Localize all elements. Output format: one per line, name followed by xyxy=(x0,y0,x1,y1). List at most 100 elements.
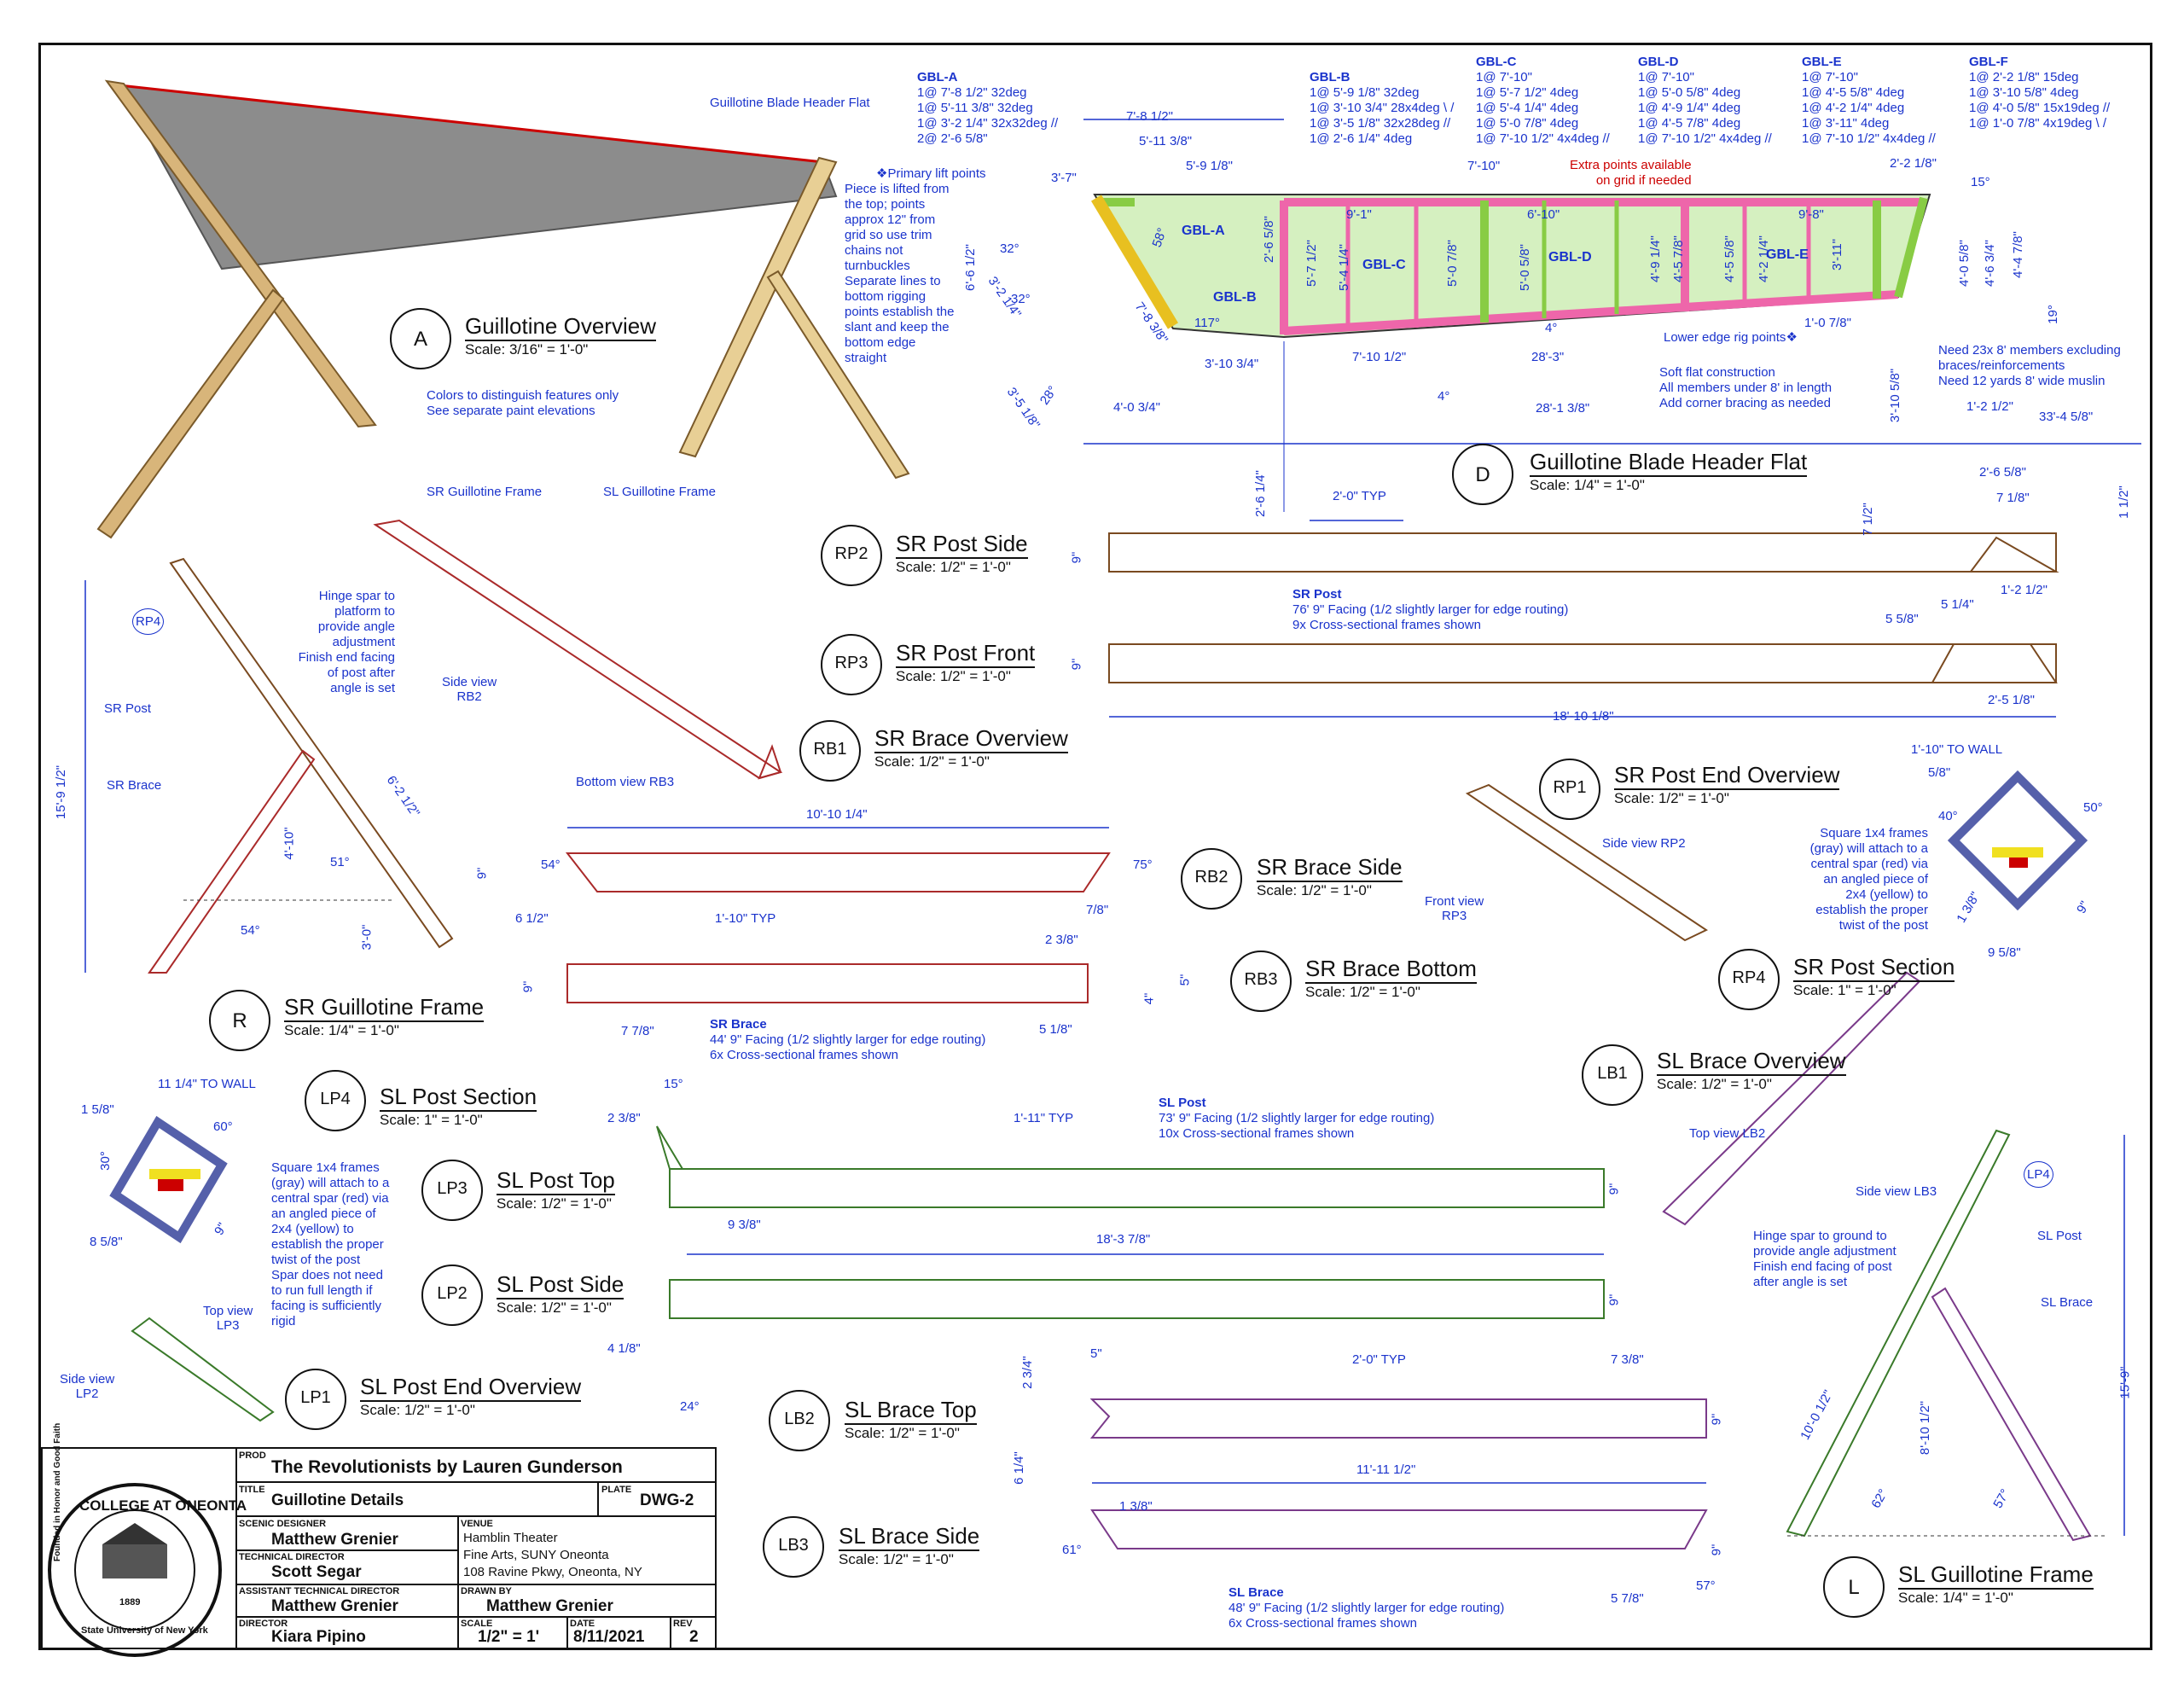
lb-d2: 5" xyxy=(1090,1346,1102,1361)
flat-dim-d7: 15° xyxy=(1971,175,1990,189)
sr-post-d-a: 7 1/2" xyxy=(1860,503,1875,536)
rb1-brace-end xyxy=(758,744,782,780)
tb-rule xyxy=(235,1549,457,1551)
lb-d1: 2 3/4" xyxy=(1019,1356,1035,1389)
lp4-spar xyxy=(158,1179,183,1191)
flat-label-gbl-b: GBL-B xyxy=(1213,290,1257,305)
lp4-section-drawing xyxy=(109,1115,228,1244)
view-title-rb3: SR Brace Bottom xyxy=(1305,956,1477,984)
view-scale-rb2: Scale: 1/2" = 1'-0" xyxy=(1257,882,1372,898)
l-hinge-line: provide angle adjustment xyxy=(1753,1244,1896,1259)
view-callouts xyxy=(209,308,1885,1618)
seal-top-text: COLLEGE AT ONEONTA xyxy=(79,1497,247,1514)
r-height: 15'-9 1/2" xyxy=(54,765,69,820)
gbl-e-line: 1@ 4'-5 5/8" 4deg xyxy=(1802,85,1905,100)
rb-a1: 54° xyxy=(541,858,561,872)
sr-post-d-h: 2'-5 1/8" xyxy=(1988,693,2035,707)
seal-year: 1889 xyxy=(119,1597,141,1608)
lift-note-line: turnbuckles xyxy=(845,259,910,273)
lp4-note-line: rigid xyxy=(271,1314,296,1328)
flat-dim-d35: 1'-0 7/8" xyxy=(1804,316,1851,330)
flat-dim-d8: 9'-1" xyxy=(1346,207,1372,222)
tb-director: Kiara Pipino xyxy=(271,1628,366,1646)
tb-scenic: Matthew Grenier xyxy=(271,1531,398,1549)
callout-id-rp1: RP1 xyxy=(1553,778,1587,797)
callout-circle-RB3 xyxy=(1230,951,1292,1012)
lift-points-label: ❖Primary lift points xyxy=(876,166,986,181)
tb-vrule xyxy=(457,1515,459,1648)
lp1-shape xyxy=(131,1317,275,1422)
sl-post-note-2: 10x Cross-sectional frames shown xyxy=(1159,1126,1355,1141)
sr-brace-drawings xyxy=(565,827,1111,1003)
lift-note-line: chains not xyxy=(845,243,903,258)
header-flat-drawing xyxy=(1083,119,2141,512)
view-title-lb3: SL Brace Side xyxy=(839,1523,980,1551)
callout-id-rp3: RP3 xyxy=(834,654,868,672)
gbl-b-line: 1@ 5'-9 1/8" 32deg xyxy=(1310,85,1420,100)
gbl-f-name: GBL-F xyxy=(1969,55,2008,69)
sr-post-side-shape xyxy=(1108,532,2057,573)
gbl-d-list: GBL-D 1@ 7'-10" 1@ 5'-0 5/8" 4deg 1@ 4'-… xyxy=(1638,55,1772,147)
tb-td-label: TECHNICAL DIRECTOR xyxy=(239,1552,345,1562)
flat-dim-d45: 4° xyxy=(1545,321,1558,335)
gbl-d-line: 1@ 5'-0 5/8" 4deg xyxy=(1638,85,1741,100)
view-scale-rb3: Scale: 1/2" = 1'-0" xyxy=(1305,984,1420,1000)
tb-plate: DWG-2 xyxy=(640,1491,694,1509)
rb1-brace-shape xyxy=(373,519,783,780)
gbl-e-line: 1@ 3'-11" 4deg xyxy=(1802,116,1890,131)
sr-post-front-h: 9" xyxy=(1069,658,1084,671)
lp4-frame xyxy=(109,1115,228,1244)
sl-post-a2: 24° xyxy=(680,1399,700,1414)
sl-post-note: SL Post 73' 9" Facing (1/2 slightly larg… xyxy=(1159,1096,1434,1142)
need-line: Need 12 yards 8' wide muslin xyxy=(1938,374,2106,388)
gbl-a-line: 1@ 7'-8 1/2" 32deg xyxy=(917,85,1027,100)
flat-dim-d41: 3'-10 5/8" xyxy=(1888,368,1903,423)
tb-rule xyxy=(235,1515,717,1517)
flat-dim-d36: 4'-0 3/4" xyxy=(1113,400,1160,415)
gbl-c-line: 1@ 5'-4 1/4" 4deg xyxy=(1476,101,1579,115)
view-title-lp2: SL Post Side xyxy=(497,1271,624,1299)
rb-a2: 75° xyxy=(1133,858,1153,872)
lp4-note-line: (gray) will attach to a xyxy=(271,1176,390,1190)
lift-note-line: bottom edge xyxy=(845,335,916,350)
flat-dim-d19: 5'-0 7/8" xyxy=(1444,240,1460,287)
lb-d4: 6 1/4" xyxy=(1011,1451,1026,1485)
flat-dim-d25: 3'-11" xyxy=(1830,238,1845,271)
flat-dim-d9: 6'-10" xyxy=(1527,207,1560,222)
sr-post-side-end xyxy=(1969,536,2059,573)
view-title-d: Guillotine Blade Header Flat xyxy=(1530,449,1808,477)
callout-circle-LP2 xyxy=(421,1264,483,1326)
flat-dim-d30: 117° xyxy=(1194,316,1220,330)
view-scale-a: Scale: 3/16" = 1'-0" xyxy=(465,341,589,358)
view-scale-l: Scale: 1/4" = 1'-0" xyxy=(1898,1590,2013,1606)
rb-d1: 6 1/2" xyxy=(515,911,549,926)
sl-post-d2: 9 3/8" xyxy=(728,1218,761,1232)
lift-note-line: points establish the xyxy=(845,305,955,319)
gbl-f-line: 1@ 3'-10 5/8" 4deg xyxy=(1969,85,2079,100)
flat-label-gbl-d: GBL-D xyxy=(1548,250,1592,265)
sr-brace-note: SR Brace 44' 9" Facing (1/2 slightly lar… xyxy=(710,1017,985,1063)
lp4-d3: 8 5/8" xyxy=(90,1235,123,1249)
gbl-a-slant xyxy=(1090,195,1179,329)
rp4-note-line: (gray) will attach to a xyxy=(1809,841,1928,856)
flat-dim-d16: 2'-6 5/8" xyxy=(1261,216,1276,263)
gbl-e-line: 1@ 4'-2 1/4" 4deg xyxy=(1802,101,1905,115)
sl-brace-note: SL Brace 48' 9" Facing (1/2 slightly lar… xyxy=(1228,1585,1504,1631)
rb-h2: 9" xyxy=(520,980,536,993)
flat-dim-d3: 5'-9 1/8" xyxy=(1186,159,1233,173)
view-scale-lp4: Scale: 1" = 1'-0" xyxy=(380,1112,483,1128)
rp1-side-view: Side view RP2 xyxy=(1602,836,1686,851)
sr-post-typ: 2'-0" TYP xyxy=(1333,489,1386,503)
sr-brace-note-1: 44' 9" Facing (1/2 slightly larger for e… xyxy=(710,1032,986,1047)
rb2-shape xyxy=(565,852,1111,892)
rp4-a2: 50° xyxy=(2083,800,2103,815)
view-scale-lb1: Scale: 1/2" = 1'-0" xyxy=(1657,1076,1772,1092)
sr-post-d-len: 18'-10 1/8" xyxy=(1553,709,1614,724)
gbl-b-line: 1@ 3'-10 3/4" 28x4deg \ / xyxy=(1310,101,1455,115)
flat-dim-d14: 32° xyxy=(1011,292,1031,306)
view-title-rp4: SR Post Section xyxy=(1793,954,1955,982)
rb-d6: 7 7/8" xyxy=(621,1024,654,1038)
lift-note-line: Piece is lifted from xyxy=(845,182,950,196)
